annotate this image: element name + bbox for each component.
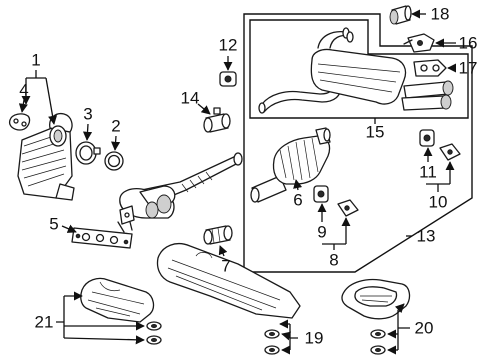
leader-14 [197,103,211,115]
hanger-9 [313,185,329,203]
clamp-14 [203,107,231,133]
callout-19: 19 [305,329,324,348]
callout-2: 2 [111,117,120,136]
callout-11: 11 [419,163,437,182]
catalytic-converter-1 [17,112,75,201]
fastener-20a [370,329,386,339]
leader-3 [82,123,93,141]
fastener-20b [370,345,386,355]
fastener-21b [146,335,162,345]
assembly-15-frame [249,19,469,119]
leader-5 [61,224,77,233]
leader-4 [18,99,28,113]
hanger-12 [219,71,237,87]
leader-21c [63,335,145,345]
resonator-6 [250,127,331,203]
heat-shield-19 [156,243,301,319]
leader-20a [394,303,405,314]
tailpipe-tip-18 [389,5,412,25]
leader-6 [293,179,303,191]
assembly-13-frame [243,13,473,273]
callout-20: 20 [415,319,434,338]
bracket-17 [413,59,447,77]
bracket-10 [439,143,461,161]
leader-2 [111,135,121,151]
callout-21: 21 [35,313,54,332]
leader-10 [426,183,450,192]
callout-4: 4 [19,81,28,100]
leader-19 [289,324,298,350]
heat-shield-21 [80,277,155,323]
callout-10: 10 [429,193,448,212]
leader-19b [281,331,292,341]
callout-6: 6 [293,191,302,210]
bracket-16 [403,33,435,53]
front-pipe-assembly [117,152,243,233]
callout-12: 12 [219,36,238,55]
leader-21 [56,296,65,338]
coupler-7 [203,225,233,245]
fastener-19a [264,329,280,339]
bracket-8 [337,199,359,217]
fastener-21a [146,321,162,331]
callout-8: 8 [329,251,338,270]
callout-14: 14 [181,89,200,108]
callout-1: 1 [31,51,40,70]
callout-15: 15 [366,123,385,142]
callout-9: 9 [317,223,326,242]
callout-5: 5 [49,215,58,234]
manifold-gasket-5 [71,227,133,249]
leader-8 [322,243,346,250]
callout-3: 3 [83,105,92,124]
heat-shield-20 [341,278,411,320]
gasket-4 [8,113,31,131]
callout-18: 18 [431,5,450,24]
hanger-11 [419,129,435,147]
leader-20 [397,310,410,350]
leader-7 [218,245,228,257]
gasket-2 [104,151,124,171]
clamp-3 [75,141,101,165]
leader-1 [26,70,46,79]
callout-17: 17 [459,59,478,78]
leader-1b [45,77,58,125]
callout-16: 16 [459,34,478,53]
rear-muffler-15 [258,27,454,114]
callout-7: 7 [221,257,230,276]
fastener-19b [264,345,280,355]
callout-13: 13 [417,227,436,246]
